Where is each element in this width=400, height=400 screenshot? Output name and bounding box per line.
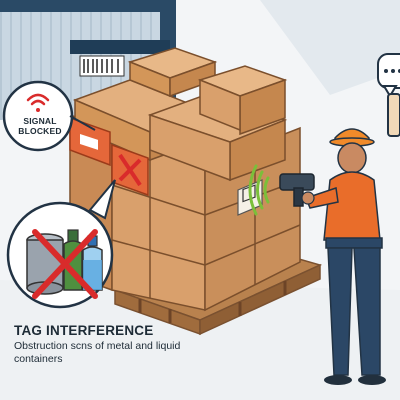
wifi-blocked-icon — [26, 93, 50, 112]
signal-callout — [2, 80, 96, 152]
barcode — [79, 55, 125, 77]
metal-can-and-bottles-crossed-icon — [26, 229, 103, 299]
red-x-tag-icon — [111, 143, 149, 197]
signal-label-line2: BLOCKED — [18, 126, 62, 136]
rfid-tag-blocked-left — [69, 116, 111, 167]
handheld-rfid-scanner-icon — [279, 173, 315, 207]
scan-signal-waves — [248, 164, 270, 216]
warehouse-worker — [305, 128, 386, 385]
board-edge — [387, 93, 400, 137]
signal-label-line1: SIGNAL — [23, 116, 57, 126]
signal-blocked-label: SIGNAL BLOCKED — [6, 116, 74, 136]
caption-title: TAG INTERFERENCE — [14, 323, 154, 338]
caption-description: Obstruction scns of metal and liquid con… — [14, 340, 181, 365]
